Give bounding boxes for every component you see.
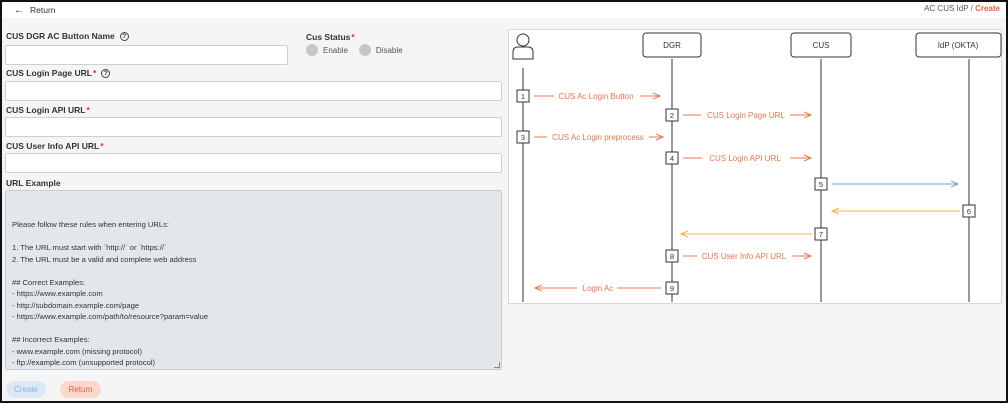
- step-3-number: 3: [521, 133, 525, 142]
- url-example-text: Please follow these rules when entering …: [12, 220, 209, 367]
- step-8-label: CUS User Info API URL: [702, 252, 787, 261]
- return-button[interactable]: Return: [60, 381, 101, 398]
- step-9: Login Ac 9: [535, 281, 679, 295]
- login-api-url-label-text: CUS Login API URL: [6, 105, 86, 115]
- step-4-label: CUS Login API URL: [709, 154, 781, 163]
- step-8: CUS User Info API URL 8: [665, 249, 811, 263]
- actor-cus: CUS: [790, 32, 852, 58]
- actor-dgr: DGR: [642, 32, 702, 58]
- actor-idp: IdP (OKTA): [915, 32, 1002, 58]
- breadcrumb-separator: /: [970, 4, 973, 13]
- user-info-api-url-label: CUS User Info API URL *: [6, 141, 104, 151]
- login-page-url-input[interactable]: [5, 81, 502, 101]
- user-info-api-url-input[interactable]: [5, 153, 502, 173]
- status-radio-group: Enable Disable: [306, 44, 414, 56]
- step-8-number: 8: [670, 252, 674, 261]
- step-7: 7: [681, 227, 828, 241]
- status-option-disable[interactable]: Disable: [358, 44, 403, 56]
- actor-dgr-label: DGR: [663, 41, 681, 50]
- status-label-text: Cus Status: [306, 32, 351, 42]
- radio-enable[interactable]: [306, 44, 318, 56]
- sequence-diagram: DGR CUS IdP (OKTA) CUS Ac Login Button 1…: [508, 29, 1002, 304]
- button-name-label-text: CUS DGR AC Button Name: [6, 31, 115, 41]
- radio-enable-label: Enable: [323, 45, 348, 55]
- step-2: CUS Login Page URL 2: [665, 108, 811, 122]
- breadcrumb-current: Create: [975, 4, 1000, 13]
- step-6-number: 6: [967, 207, 971, 216]
- breadcrumb-parent[interactable]: AC CUS IdP: [924, 4, 969, 13]
- status-option-enable[interactable]: Enable: [306, 44, 348, 56]
- step-4: CUS Login API URL 4: [665, 151, 811, 165]
- step-2-number: 2: [670, 111, 674, 120]
- actor-idp-label: IdP (OKTA): [938, 41, 979, 50]
- step-6: 6: [832, 204, 976, 218]
- login-page-url-label-text: CUS Login Page URL: [6, 68, 92, 78]
- step-1-number: 1: [521, 92, 525, 101]
- step-5: 5: [814, 177, 958, 191]
- step-2-label: CUS Login Page URL: [707, 111, 785, 120]
- arrow-left-icon: ←: [14, 4, 24, 16]
- login-page-url-label: CUS Login Page URL * ?: [6, 68, 111, 78]
- user-actor-icon: [512, 33, 534, 60]
- required-mark: *: [86, 105, 90, 115]
- step-3: CUS Ac Login preprocess 3: [516, 130, 663, 144]
- resize-grip-icon[interactable]: [494, 362, 500, 368]
- return-link[interactable]: ← Return: [14, 5, 56, 15]
- login-api-url-label: CUS Login API URL *: [6, 105, 90, 115]
- step-5-number: 5: [819, 180, 823, 189]
- create-button[interactable]: Create: [6, 381, 46, 398]
- login-api-url-input[interactable]: [5, 117, 502, 137]
- button-name-input[interactable]: [5, 45, 288, 65]
- radio-disable-label: Disable: [375, 45, 403, 55]
- step-7-number: 7: [819, 230, 823, 239]
- status-label: Cus Status *: [306, 32, 355, 42]
- step-1-label: CUS Ac Login Button: [558, 92, 633, 101]
- top-bar: ← Return AC CUS IdP / Create: [2, 2, 1006, 18]
- step-9-label: Login Ac: [583, 284, 614, 293]
- url-example-label: URL Example: [6, 178, 61, 188]
- radio-disable[interactable]: [358, 44, 371, 56]
- button-name-label: CUS DGR AC Button Name ?: [6, 31, 129, 41]
- return-link-label: Return: [30, 5, 56, 15]
- help-icon[interactable]: ?: [119, 31, 129, 41]
- help-icon[interactable]: ?: [101, 68, 111, 78]
- step-1: CUS Ac Login Button 1: [516, 89, 660, 103]
- required-mark: *: [92, 68, 97, 78]
- breadcrumb: AC CUS IdP / Create: [924, 4, 1000, 13]
- actor-cus-label: CUS: [813, 41, 830, 50]
- url-example-label-text: URL Example: [6, 178, 61, 188]
- url-example-textarea[interactable]: Please follow these rules when entering …: [5, 190, 502, 370]
- step-3-label: CUS Ac Login preprocess: [552, 133, 644, 142]
- user-info-api-url-label-text: CUS User Info API URL: [6, 141, 100, 151]
- step-9-number: 9: [670, 284, 674, 293]
- step-4-number: 4: [670, 154, 674, 163]
- required-mark: *: [351, 32, 355, 42]
- required-mark: *: [100, 141, 104, 151]
